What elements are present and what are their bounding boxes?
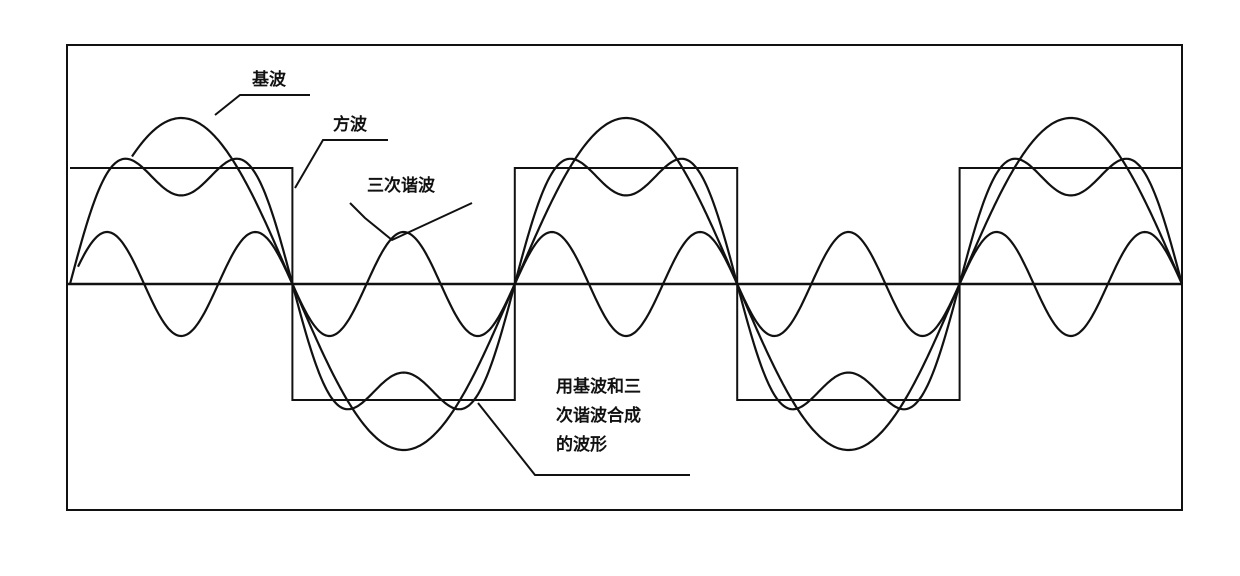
- fundamental-label: 基波: [252, 70, 286, 90]
- composite-label-line-3: 的波形: [556, 435, 607, 455]
- composite-label-line-2: 次谐波合成: [556, 406, 641, 426]
- composite-wave: [68, 157, 1183, 411]
- third-harmonic-wave: [77, 230, 1184, 338]
- fundamental-leader-line: [214, 94, 310, 116]
- composite-label-line-1: 用基波和三: [556, 377, 641, 397]
- diagram-frame: [66, 44, 1183, 511]
- composite-leader-line: [477, 402, 690, 476]
- third-harmonic-label: 三次谐波: [367, 176, 435, 196]
- composite-wave-label: 用基波和三 次谐波合成 的波形: [556, 373, 641, 460]
- third-harmonic-leader-line: [349, 202, 473, 242]
- square-leader-line: [294, 139, 388, 189]
- fundamental-wave: [131, 116, 1184, 452]
- square-wave-label: 方波: [333, 115, 367, 135]
